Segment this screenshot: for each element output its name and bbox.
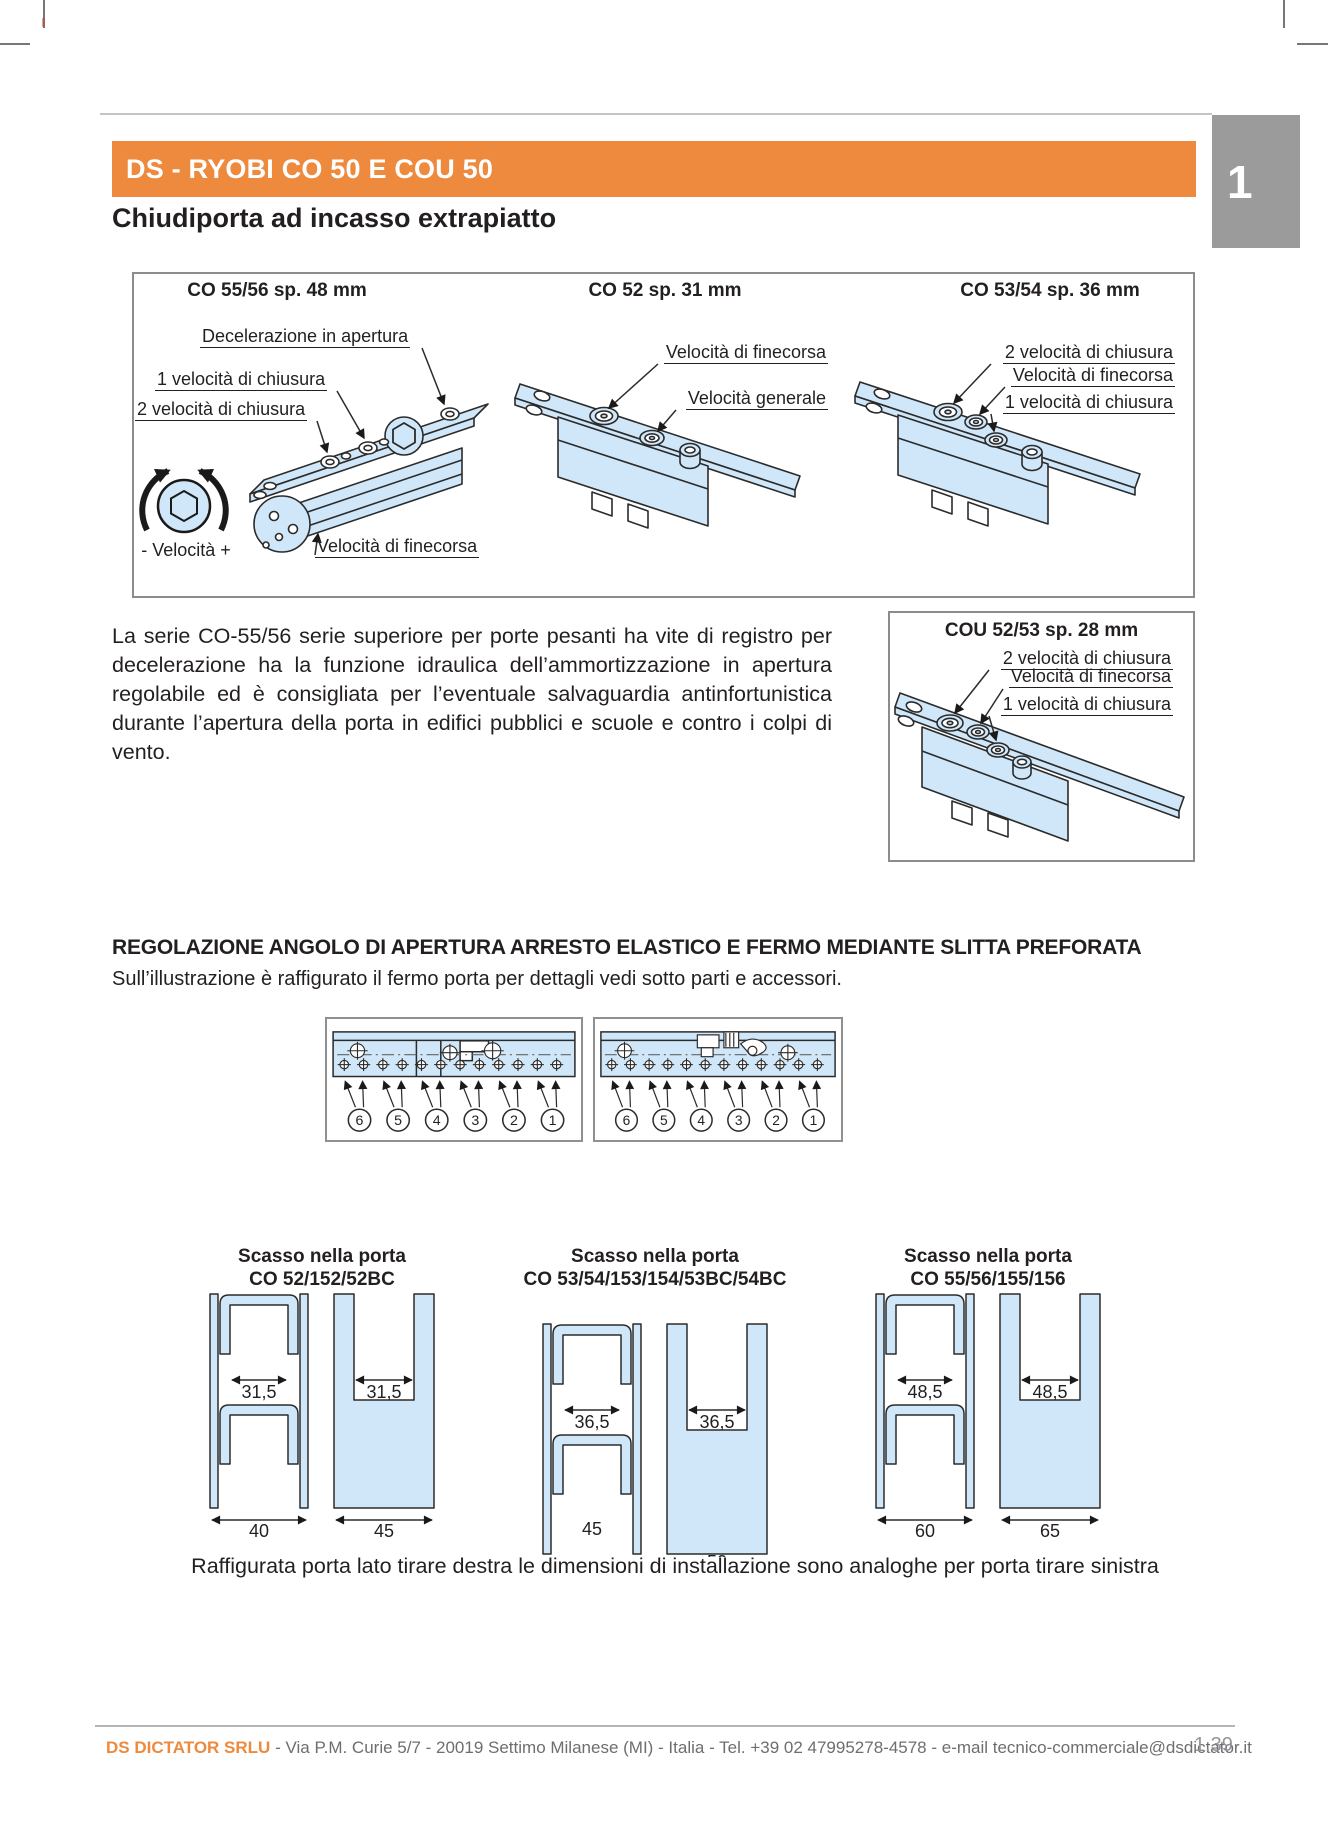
- crop-mark-top-right-h: [1297, 43, 1328, 45]
- label-1-velocita-co5354: 1 velocità di chiusura: [1002, 392, 1175, 414]
- callout-number: 6: [356, 1112, 364, 1128]
- registration-mark: [42, 18, 45, 27]
- leader-lines-co5556: [311, 347, 446, 556]
- device-drawing-cou: [894, 669, 1185, 842]
- callout-number: 2: [510, 1112, 518, 1128]
- slide-drawing-right: 6 5 4 3 2 1: [600, 1031, 836, 1132]
- speed-knob-caption: - Velocità +: [141, 540, 231, 560]
- label-decelerazione-apertura: Decelerazione in apertura: [200, 326, 411, 348]
- dim-label: 60: [915, 1521, 935, 1541]
- scasso-drawing-3: 48,5 48,5 60 65: [875, 1293, 1101, 1541]
- top-rule: [100, 113, 1212, 115]
- scasso-title-1: Scasso nella porta CO 52/152/52BC: [238, 1246, 406, 1290]
- scasso-drawing-2: 36,5 36,5 45 50: [542, 1323, 768, 1557]
- label-2-velocita-co5354: 2 velocità di chiusura: [1002, 342, 1175, 364]
- regolazione-heading: REGOLAZIONE ANGOLO DI APERTURA ARRESTO E…: [112, 936, 1142, 959]
- dim-label: 48,5: [1032, 1382, 1067, 1402]
- label-velocita-finecorsa-co52: Velocità di finecorsa: [663, 342, 828, 364]
- speed-knob-icon: [139, 468, 229, 534]
- dim-label: 31,5: [366, 1382, 401, 1402]
- callout-number: 5: [394, 1112, 402, 1128]
- label-velocita-finecorsa: Velocità di finecorsa: [315, 536, 480, 558]
- label-finecorsa-co5354: Velocità di finecorsa: [1010, 365, 1175, 387]
- leader-lines-co5354: [952, 363, 1006, 433]
- slide-drawing-left: 6 5 4 3 2 1: [332, 1031, 576, 1132]
- crop-mark-top-right-v: [1283, 0, 1285, 28]
- crop-mark-top-left-v: [43, 0, 45, 28]
- callout-number: 1: [549, 1112, 557, 1128]
- callout-number: 4: [433, 1112, 441, 1128]
- dim-label: 50: [707, 1552, 727, 1557]
- slide-diagram-right: 6 5 4 3 2 1: [593, 1017, 843, 1142]
- callout-number: 5: [660, 1112, 668, 1128]
- page-subtitle: Chiudiporta ad incasso extrapiatto: [112, 203, 557, 233]
- door-stop-mechanism: [696, 1031, 767, 1058]
- callout-number: 3: [471, 1112, 479, 1128]
- regolazione-subtext: Sull’illustrazione è raffigurato il ferm…: [112, 968, 842, 990]
- callout-number: 2: [772, 1112, 780, 1128]
- diagram-title-co5354: CO 53/54 sp. 36 mm: [960, 280, 1140, 301]
- label-1-velocita-cou: 1 velocità di chiusura: [1000, 694, 1173, 716]
- callout-number: 3: [735, 1112, 743, 1128]
- dim-label: 65: [1040, 1521, 1060, 1541]
- callout-number: 1: [810, 1112, 818, 1128]
- diagram-title-cou: COU 52/53 sp. 28 mm: [944, 620, 1139, 641]
- device-drawing-co52: [514, 363, 801, 529]
- page-number: 1.39: [1194, 1734, 1233, 1756]
- header-bar: DS - RYOBI CO 50 E COU 50: [112, 141, 1196, 197]
- device-drawing-co5354: [854, 363, 1141, 527]
- dim-label: 36,5: [574, 1412, 609, 1432]
- diagram-title-co5556: CO 55/56 sp. 48 mm: [187, 280, 367, 301]
- footer-details: - Via P.M. Curie 5/7 - 20019 Settimo Mil…: [275, 1738, 1252, 1757]
- company-name: DS DICTATOR SRLU: [106, 1738, 271, 1757]
- dim-label: 45: [374, 1521, 394, 1541]
- label-2-velocita-cou: 2 velocità di chiusura: [1000, 648, 1173, 670]
- scasso-title-3: Scasso nella porta CO 55/56/155/156: [904, 1246, 1072, 1290]
- scasso-drawing-2-wrapper: 36,5 36,5 45 50: [529, 1322, 779, 1557]
- scasso-drawing-1: 31,5 31,5 40 45: [209, 1293, 435, 1541]
- crop-mark-top-left-h: [0, 43, 30, 45]
- dim-label: 31,5: [241, 1382, 276, 1402]
- callout-number: 6: [623, 1112, 631, 1128]
- scasso-title-2: Scasso nella porta CO 53/54/153/154/53BC…: [523, 1246, 787, 1290]
- dim-label: 40: [249, 1521, 269, 1541]
- leader-lines-cou: [954, 669, 1004, 742]
- label-2-velocita-chiusura: 2 velocità di chiusura: [135, 399, 308, 421]
- installation-caption: Raffigurata porta lato tirare destra le …: [191, 1554, 1159, 1578]
- callout-circles-right: [614, 1108, 826, 1132]
- callout-number: 4: [697, 1112, 705, 1128]
- footer-rule: [95, 1725, 1235, 1727]
- dim-label: 45: [582, 1519, 602, 1539]
- dim-label: 48,5: [907, 1382, 942, 1402]
- label-velocita-generale-co52: Velocità generale: [685, 388, 828, 410]
- label-1-velocita-chiusura: 1 velocità di chiusura: [155, 369, 328, 391]
- diagram-title-co52: CO 52 sp. 31 mm: [588, 280, 742, 301]
- device-drawing-co5556: [139, 347, 489, 556]
- leader-lines-co52: [607, 363, 677, 433]
- description-paragraph: La serie CO-55/56 serie superiore per po…: [112, 624, 832, 764]
- section-tab-number: 1: [1227, 155, 1253, 208]
- footer: DS DICTATOR SRLU - Via P.M. Curie 5/7 - …: [106, 1738, 1252, 1758]
- callout-circles-left: [347, 1108, 565, 1132]
- label-finecorsa-cou: Velocità di finecorsa: [1008, 666, 1173, 688]
- dim-label: 36,5: [699, 1412, 734, 1432]
- section-tab: 1: [1212, 115, 1300, 248]
- page-title: DS - RYOBI CO 50 E COU 50: [126, 153, 494, 184]
- slide-diagram-left: 6 5 4 3 2 1: [325, 1017, 583, 1142]
